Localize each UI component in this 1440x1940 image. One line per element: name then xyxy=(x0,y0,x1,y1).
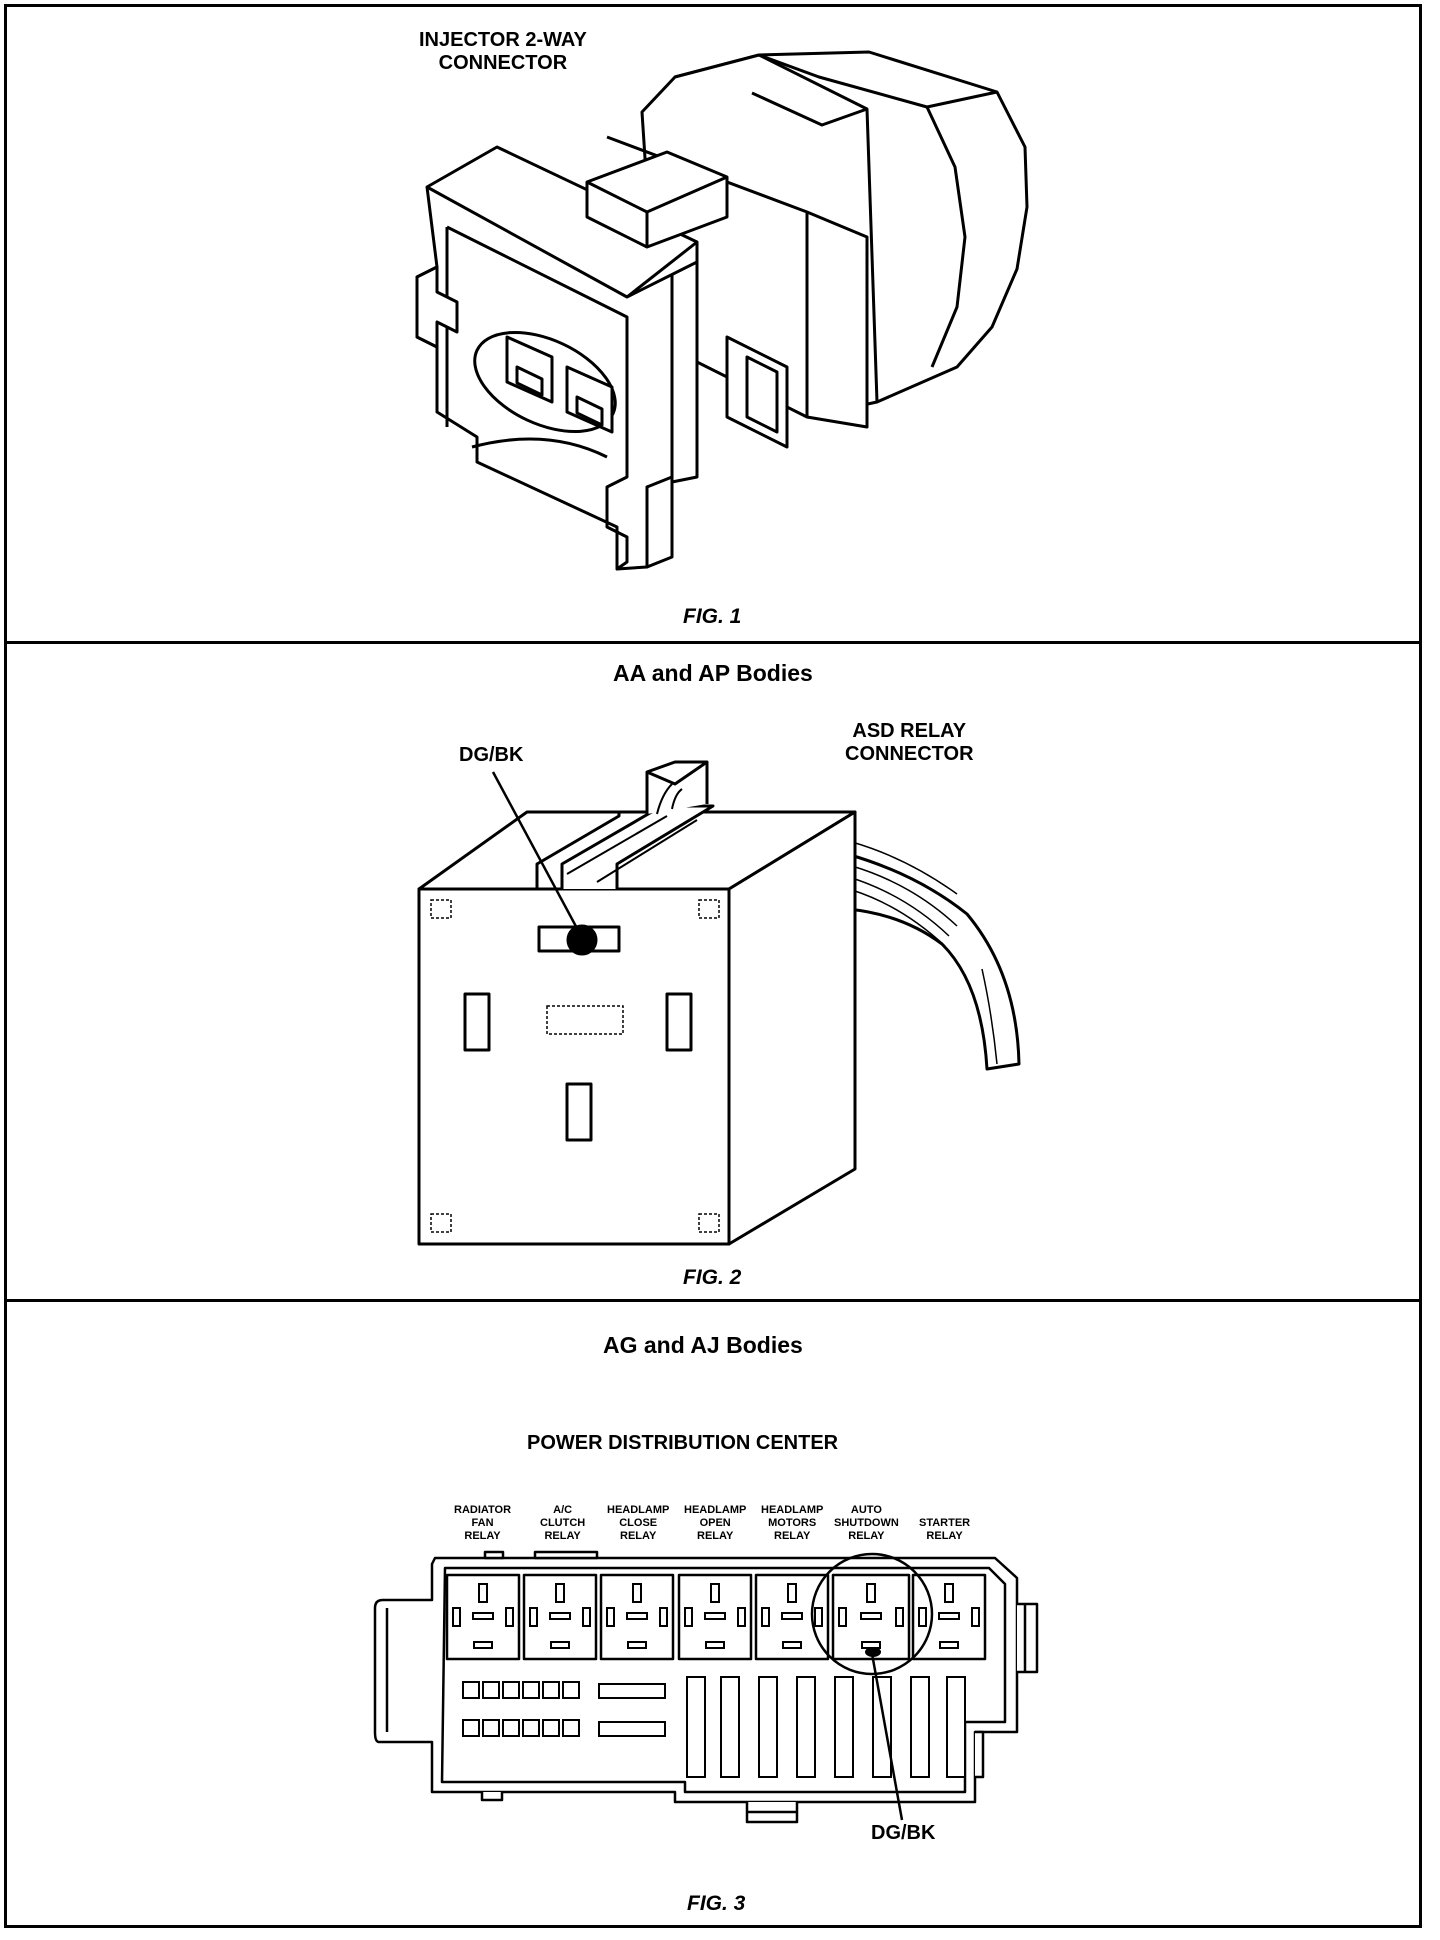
fig2-wire-label: DG/BK xyxy=(459,744,524,766)
fig1-callout-line2: CONNECTOR xyxy=(438,52,568,74)
relay-label-starter: STARTER RELAY xyxy=(919,1517,971,1543)
fig1-caption: FIG. 1 xyxy=(683,605,742,628)
relay-terminal xyxy=(505,1607,514,1627)
page-frame xyxy=(4,4,1422,1928)
fig2-title: AA and AP Bodies xyxy=(613,660,813,686)
relay-terminal xyxy=(787,1583,797,1603)
relay-terminal xyxy=(781,1612,803,1620)
relay-terminal xyxy=(606,1607,615,1627)
relay-terminal xyxy=(550,1641,570,1649)
fig3-wire-label: DG/BK xyxy=(871,1822,936,1844)
relay-terminal xyxy=(478,1583,488,1603)
relay-label-headlamp-motors: HEADLAMP MOTORS RELAY xyxy=(761,1504,824,1543)
relay-terminal xyxy=(529,1607,538,1627)
relay-terminal xyxy=(632,1583,642,1603)
fig3-subtitle: POWER DISTRIBUTION CENTER xyxy=(527,1432,839,1454)
fig2-callout-line1: ASD RELAY xyxy=(852,720,967,742)
relay-terminal xyxy=(710,1583,720,1603)
relay-terminal xyxy=(918,1607,927,1627)
relay-label-radiator-fan: RADIATOR FAN RELAY xyxy=(454,1504,512,1543)
power-distribution-center-drawing xyxy=(373,1550,1039,1824)
fig2-caption: FIG. 2 xyxy=(683,1266,742,1289)
relay-label-auto-shutdown: AUTO SHUTDOWN RELAY xyxy=(834,1504,899,1543)
relay-terminal xyxy=(944,1583,954,1603)
relay-terminal xyxy=(939,1641,959,1649)
relay-terminal xyxy=(684,1607,693,1627)
relay-terminal xyxy=(938,1612,960,1620)
relay-terminal xyxy=(861,1641,881,1649)
panel-divider-1 xyxy=(4,641,1422,644)
relay-terminal xyxy=(626,1612,648,1620)
relay-terminal xyxy=(549,1612,571,1620)
relay-terminal xyxy=(782,1641,802,1649)
fig2-callout: ASD RELAY CONNECTOR xyxy=(845,720,974,766)
asd-relay-connector-drawing xyxy=(417,760,1021,1246)
fig3-panel: AG and AJ Bodies POWER DISTRIBUTION CENT… xyxy=(7,1302,1419,1928)
relay-terminal xyxy=(473,1641,493,1649)
relay-terminal xyxy=(659,1607,668,1627)
fig1-panel: INJECTOR 2-WAY CONNECTOR xyxy=(7,7,1419,641)
fig2-panel: AA and AP Bodies DG/BK ASD RELAY CONNECT… xyxy=(7,644,1419,1299)
relay-label-headlamp-close: HEADLAMP CLOSE RELAY xyxy=(607,1504,670,1543)
relay-terminal xyxy=(838,1607,847,1627)
relay-terminal xyxy=(555,1583,565,1603)
relay-terminal xyxy=(737,1607,746,1627)
relay-terminal xyxy=(452,1607,461,1627)
relay-terminal xyxy=(895,1607,904,1627)
fig1-callout-line1: INJECTOR 2-WAY xyxy=(419,29,587,51)
fig2-callout-line2: CONNECTOR xyxy=(845,743,974,765)
relay-terminal xyxy=(627,1641,647,1649)
relay-terminal xyxy=(860,1612,882,1620)
injector-connector-drawing xyxy=(415,50,1029,571)
relay-label-headlamp-open: HEADLAMP OPEN RELAY xyxy=(684,1504,747,1543)
relay-terminal xyxy=(866,1583,876,1603)
fig3-title: AG and AJ Bodies xyxy=(603,1332,803,1358)
fig3-caption: FIG. 3 xyxy=(687,1892,746,1915)
relay-label-ac-clutch: A/C CLUTCH RELAY xyxy=(540,1504,586,1543)
relay-terminal xyxy=(472,1612,494,1620)
panel-divider-2 xyxy=(4,1299,1422,1302)
relay-terminal xyxy=(761,1607,770,1627)
relay-terminal xyxy=(814,1607,823,1627)
relay-terminal xyxy=(582,1607,591,1627)
relay-terminal xyxy=(705,1641,725,1649)
relay-terminal xyxy=(704,1612,726,1620)
relay-terminal xyxy=(971,1607,980,1627)
fig1-callout: INJECTOR 2-WAY CONNECTOR xyxy=(419,29,587,75)
